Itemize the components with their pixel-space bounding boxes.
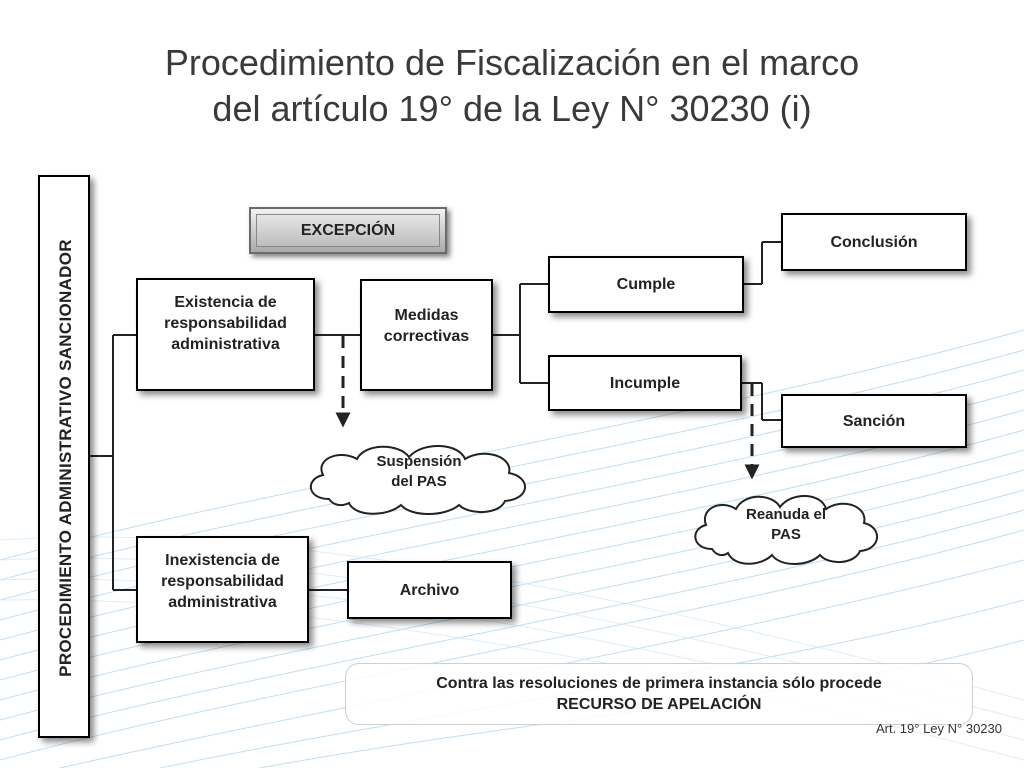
title-line-1: Procedimiento de Fiscalización en el mar… [164, 42, 860, 83]
node-existencia-line-3: administrativa [171, 336, 280, 353]
node-cumple: Cumple [548, 256, 744, 313]
node-conclusion: Conclusión [781, 213, 967, 271]
root-node-label: PROCEDIMIENTO ADMINISTRATIVO SANCIONADOR [56, 239, 75, 677]
root-node: PROCEDIMIENTO ADMINISTRATIVO SANCIONADOR [38, 175, 90, 738]
node-archivo: Archivo [347, 561, 512, 619]
node-inexistencia: Inexistencia de responsabilidad administ… [136, 536, 309, 643]
node-medidas: Medidas correctivas [360, 279, 493, 391]
title-line-2: del artículo 19° de la Ley N° 30230 (i) [212, 88, 812, 129]
node-inexistencia-line-3: administrativa [168, 594, 277, 611]
node-existencia-line-2: responsabilidad [164, 315, 287, 332]
appeal-note-line-1: Contra las resoluciones de primera insta… [436, 675, 882, 692]
slide-title: Procedimiento de Fiscalización en el mar… [40, 40, 984, 132]
cloud-reanuda-line-1: Reanuda el [745, 506, 827, 523]
node-inexistencia-line-2: responsabilidad [161, 573, 284, 590]
node-existencia: Existencia de responsabilidad administra… [136, 278, 315, 391]
legal-reference: Art. 19° Ley N° 30230 [875, 721, 1002, 736]
node-medidas-line-1: Medidas [394, 307, 459, 324]
cloud-reanuda-line-2: PAS [771, 526, 801, 543]
appeal-note-line-2: RECURSO DE APELACIÓN [556, 696, 762, 713]
node-sancion: Sanción [781, 394, 967, 448]
exception-label: EXCEPCIÓN [256, 214, 440, 247]
cloud-suspension-shape [310, 444, 526, 515]
cloud-suspension: Suspensión del PAS [329, 452, 509, 492]
node-existencia-line-1: Existencia de [174, 294, 277, 311]
cloud-suspension-line-2: del PAS [391, 473, 447, 490]
node-medidas-line-2: correctivas [383, 328, 470, 345]
node-cumple-label: Cumple [616, 276, 676, 293]
appeal-note: Contra las resoluciones de primera insta… [345, 663, 973, 725]
cloud-reanuda-shape [694, 494, 878, 565]
node-inexistencia-line-1: Inexistencia de [165, 552, 280, 569]
node-incumple: Incumple [548, 355, 742, 411]
cloud-reanuda: Reanuda el PAS [706, 505, 866, 545]
node-conclusion-label: Conclusión [830, 233, 918, 251]
exception-badge: EXCEPCIÓN [249, 207, 447, 254]
cloud-suspension-line-1: Suspensión [376, 453, 462, 470]
node-incumple-label: Incumple [609, 374, 681, 392]
node-sancion-label: Sanción [842, 412, 906, 430]
node-archivo-label: Archivo [399, 581, 460, 599]
